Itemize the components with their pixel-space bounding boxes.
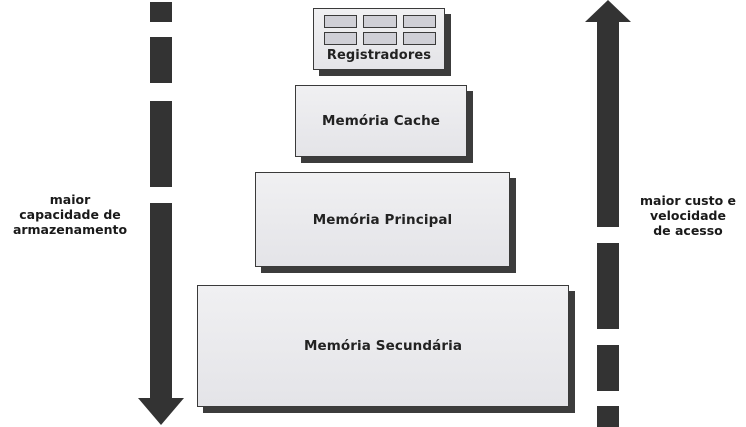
left-arrow-segment bbox=[150, 2, 172, 22]
capacity-label-line: armazenamento bbox=[12, 222, 128, 237]
right-arrow-head bbox=[585, 0, 631, 22]
registradores-label: Registradores bbox=[326, 48, 432, 63]
memoria-principal-box: Memória Principal bbox=[255, 172, 510, 267]
capacity-label: maior capacidade de armazenamento bbox=[2, 192, 138, 237]
cost-speed-label-line: velocidade bbox=[649, 208, 726, 223]
cost-speed-label: maior custo e velocidade de acesso bbox=[632, 193, 744, 238]
register-cell bbox=[363, 32, 397, 45]
cost-speed-label-line: maior custo e bbox=[640, 193, 736, 208]
register-cell bbox=[324, 15, 358, 28]
memoria-cache-box: Memória Cache bbox=[295, 85, 467, 157]
memoria-cache-label: Memória Cache bbox=[321, 113, 441, 129]
left-arrow-segment bbox=[150, 37, 172, 83]
memoria-secundaria-label: Memória Secundária bbox=[303, 338, 463, 354]
register-cell bbox=[363, 15, 397, 28]
cost-speed-label-line: de acesso bbox=[653, 223, 723, 238]
registradores-box: Registradores bbox=[313, 8, 445, 70]
register-cell bbox=[324, 32, 358, 45]
left-arrow-head bbox=[138, 398, 184, 425]
register-cell bbox=[402, 15, 436, 28]
right-arrow-segment bbox=[597, 22, 619, 227]
left-arrow-segment bbox=[150, 101, 172, 187]
memoria-principal-label: Memória Principal bbox=[312, 211, 453, 228]
left-arrow-segment bbox=[150, 203, 172, 398]
capacity-label-line: maior bbox=[49, 192, 91, 207]
register-cells bbox=[324, 15, 436, 45]
capacity-label-line: capacidade de bbox=[19, 207, 121, 222]
memoria-secundaria-box: Memória Secundária bbox=[197, 285, 569, 407]
right-arrow-segment bbox=[597, 406, 619, 427]
right-arrow-segment bbox=[597, 243, 619, 329]
right-arrow-segment bbox=[597, 345, 619, 391]
register-cell bbox=[402, 32, 436, 45]
